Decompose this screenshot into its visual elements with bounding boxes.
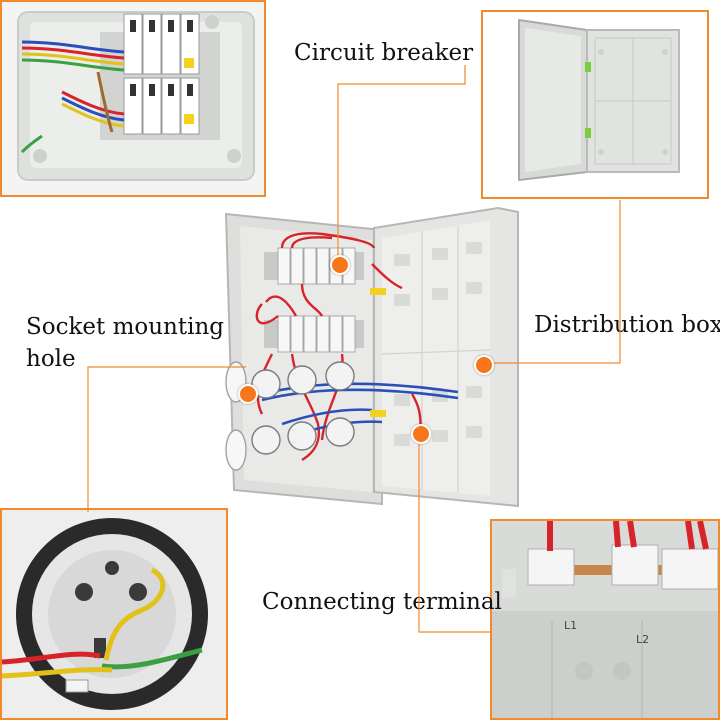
label-distribution-box: Distribution box <box>534 312 720 338</box>
label-socket-mounting: Socket mounting hole <box>26 311 224 375</box>
terminal-label-l1: L1 <box>564 619 578 632</box>
terminal-closeup-photo: L1 L2 <box>490 519 720 720</box>
socket-closeup-photo <box>0 508 228 720</box>
leader-circuit-breaker <box>337 65 466 262</box>
empty-enclosure-photo <box>481 10 709 199</box>
leader-connecting-terminal <box>418 432 492 633</box>
label-connecting-terminal: Connecting terminal <box>262 589 502 615</box>
breaker-closeup-photo <box>0 0 266 197</box>
callout-dot-distribution-box <box>474 355 494 375</box>
leader-distribution-box <box>482 200 621 364</box>
callout-dot-socket-mounting <box>238 384 258 404</box>
terminal-label-l2: L2 <box>636 633 650 646</box>
distribution-box-photo <box>222 204 522 510</box>
label-circuit-breaker: Circuit breaker <box>294 40 474 66</box>
leader-socket-mounting <box>87 366 246 512</box>
callout-dot-connecting-terminal <box>411 424 431 444</box>
label-socket-mounting-line1: Socket mounting <box>26 314 225 340</box>
label-socket-mounting-line2: hole <box>26 346 76 372</box>
callout-dot-circuit-breaker <box>330 255 350 275</box>
